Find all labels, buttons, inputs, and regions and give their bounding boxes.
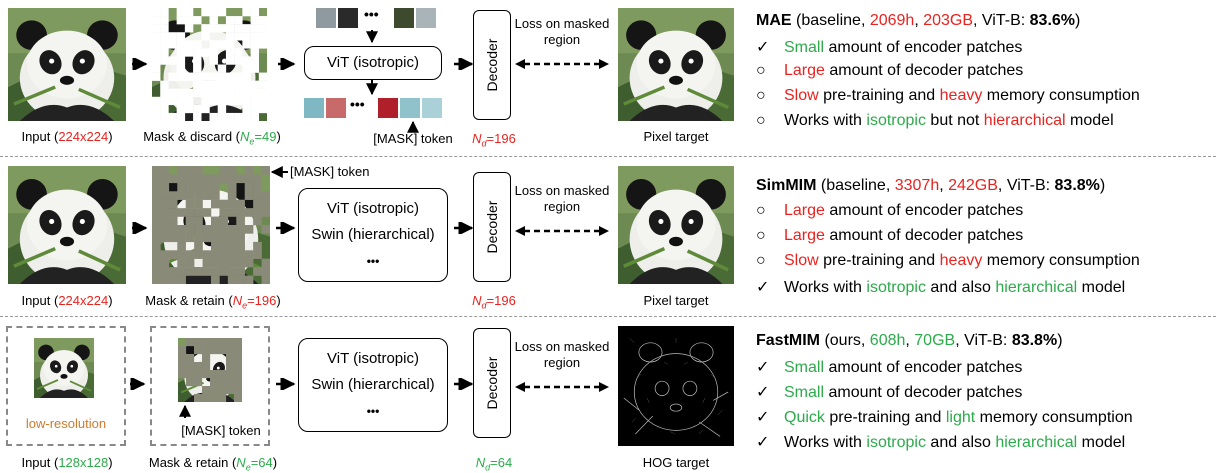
bullet-row2-4: ✓Works with isotropic and also hierarchi… [756,279,1126,296]
lowres-label: low-resolution [25,416,107,431]
target-caption-row1: Pixel target [643,129,709,144]
input-caption-row2: Input (224x224) [21,293,113,308]
input-image-row2 [8,166,126,284]
bullet-row2-2: ○Large amount of decoder patches [756,227,1024,244]
arrow-to-decoder-row2 [454,222,474,234]
encoder-box-row3: ViT (isotropic) Swin (hierarchical) ••• [298,338,448,432]
encoder-box-row1: ViT (isotropic) [304,46,442,80]
mask-token-label-row2: [MASK] token [290,164,370,179]
encoder-label-vit: ViT (isotropic) [327,200,419,217]
method-title-row3: FastMIM (ours, 608h, 70GB, ViT-B: 83.8%) [756,332,1063,349]
encoder-label-swin: Swin (hierarchical) [311,376,435,393]
input-caption-row3: Input (128x128) [21,455,113,470]
loss-double-arrow-row2 [515,226,609,236]
arrow-mask-to-encoder-row3 [276,378,296,390]
mask-caption-row3: Mask & retain (Ne=64) [148,455,278,473]
row-separator-1 [0,156,1216,157]
masked-image-row1 [152,8,267,121]
bullet-row3-1: ✓Small amount of encoder patches [756,359,1023,376]
arrow-patches-to-encoder [366,30,378,44]
bullet-row3-2: ✓Small amount of decoder patches [756,384,1023,401]
decoder-box-row2: Decoder [473,172,511,282]
mask-token-pointer-row1 [407,120,419,133]
bullet-row1-3: ○Slow pre-training and heavy memory cons… [756,87,1140,104]
arrow-input-to-mask-row2 [132,222,148,234]
decoder-box-row3: Decoder [473,328,511,438]
method-title-row2: SimMIM (baseline, 3307h, 242GB, ViT-B: 8… [756,177,1106,194]
encoder-label-more: ••• [366,254,380,268]
loss-label-row2: Loss on masked region [514,183,610,214]
mask-token-label-row3: [MASK] token [181,423,261,438]
nd-label-row2: Nd=196 [472,293,516,311]
arrow-mask-to-encoder-row1 [278,58,296,70]
hog-target-image [618,326,734,446]
decoder-box-row1: Decoder [473,10,511,120]
arrow-to-decoder-row1 [454,58,474,70]
loss-label-row1: Loss on masked region [514,16,610,47]
mask-token-label-row1: [MASK] token [373,131,453,146]
encoder-label-swin: Swin (hierarchical) [311,226,435,243]
ellipsis-patches-bottom: ••• [350,96,365,112]
bullet-row1-2: ○Large amount of decoder patches [756,62,1024,79]
bullet-row2-1: ○Large amount of encoder patches [756,202,1024,219]
arrow-to-decoder-row3 [454,378,474,390]
nd-label-row1: Nd=196 [472,131,516,149]
ellipsis-patches-top: ••• [364,6,379,22]
masked-image-row3 [178,338,242,402]
bullet-row2-3: ○Slow pre-training and heavy memory cons… [756,252,1140,269]
visible-patches-row1: ••• [316,6,436,30]
bullet-row3-3: ✓Quick pre-training and light memory con… [756,409,1133,426]
input-image-row3 [34,338,94,398]
bullet-row1-1: ✓Small amount of encoder patches [756,39,1023,56]
masked-image-row2 [152,166,270,284]
method-title-row1: MAE (baseline, 2069h, 203GB, ViT-B: 83.6… [756,12,1081,29]
loss-double-arrow-row1 [515,59,609,69]
input-image-row1 [8,8,126,121]
encoder-label-vit: ViT (isotropic) [327,350,419,367]
target-image-row2 [618,166,734,284]
encoder-box-row2: ViT (isotropic) Swin (hierarchical) ••• [298,188,448,282]
loss-label-row3: Loss on masked region [514,339,610,370]
nd-label-row3: Nd=64 [475,455,513,473]
mask-token-pointer-row3 [179,404,191,418]
arrow-input-to-mask-row3 [130,378,146,390]
arrow-mask-to-encoder-row2 [276,222,296,234]
mask-frame-row3 [150,326,270,446]
mask-caption-row1: Mask & discard (Ne=49) [143,129,281,147]
bullet-row1-4: ○Works with isotropic but not hierarchic… [756,112,1114,129]
encoder-label-vit: ViT (isotropic) [327,54,419,71]
input-caption-row1: Input (224x224) [21,129,113,144]
bullet-row3-4: ✓Works with isotropic and also hierarchi… [756,434,1126,451]
mask-token-pointer-row2 [270,166,288,178]
input-frame-row3 [6,326,126,446]
target-caption-row3: HOG target [642,455,710,470]
decoder-patches-row1: ••• [304,96,454,120]
encoder-label-more: ••• [366,404,380,418]
target-image-row1 [618,8,734,121]
mask-caption-row2: Mask & retain (Ne=196) [145,293,281,311]
arrow-encoder-to-decoder-patches [366,80,378,96]
loss-double-arrow-row3 [515,382,609,392]
target-caption-row2: Pixel target [643,293,709,308]
row-separator-2 [0,316,1216,317]
arrow-input-to-mask-row1 [132,58,148,70]
